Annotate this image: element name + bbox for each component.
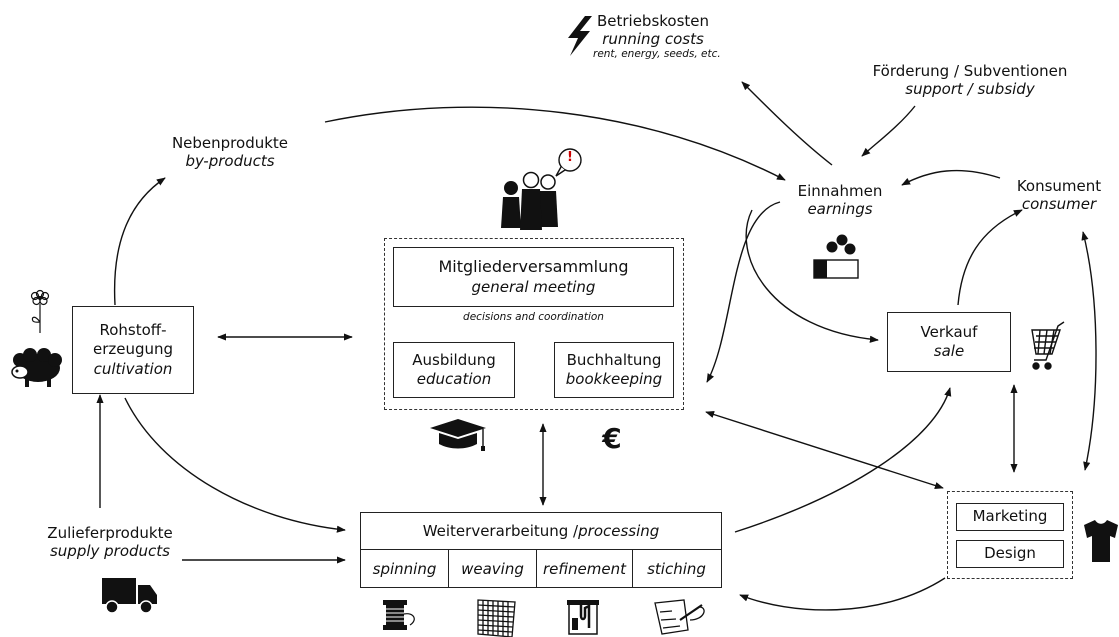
step-weaving: weaving [449,550,537,587]
processing-title-de: Weiterverarbeitung / [422,522,579,540]
step-stiching: stiching [647,559,706,578]
bookkeeping-box: Buchhaltung bookkeeping [554,342,674,398]
arrow-processing-to-sale [734,387,952,533]
graduation-cap-icon [430,419,486,451]
by-products-node: Nebenprodukte by-products [160,134,300,170]
by-products-de: Nebenprodukte [171,134,289,152]
by-products-en: by-products [185,152,275,170]
cultivation-en: cultivation [93,359,173,378]
cash-register-icon [813,234,859,279]
processing-box: Weiterverarbeitung / processing spinning… [360,512,722,588]
bookkeeping-de: Buchhaltung [566,350,662,369]
supply-products-de: Zulieferprodukte [47,524,173,542]
consumer-de: Konsument [1016,177,1102,195]
people-icon [501,148,582,230]
general-meeting-box: Mitgliederversammlung general meeting [393,247,674,307]
education-box: Ausbildung education [393,342,515,398]
arrow-admin-marketing [705,411,944,489]
marketing-label: Marketing [972,507,1048,526]
sewing-needle-icon [654,599,705,635]
administration-container [384,238,684,410]
tshirt-icon [1084,520,1118,562]
marketing-design-container [947,491,1073,579]
step-refinement: refinement [537,550,633,587]
design-label: Design [984,544,1036,563]
exclamation-mark: ! [567,150,573,165]
education-de: Ausbildung [412,350,496,369]
general-meeting-de: Mitgliederversammlung [438,256,629,276]
euro-icon: € [601,422,621,455]
arrow-earnings-to-sale [745,209,879,343]
arrow-support-to-earnings [861,105,916,157]
bookkeeping-en: bookkeeping [565,370,663,388]
sale-box: Verkauf sale [887,312,1011,372]
earnings-node: Einnahmen earnings [785,182,895,218]
cultivation-box: Rohstoff- erzeugung cultivation [72,306,194,394]
arrow-consumer-to-earnings [901,169,1001,186]
register-digit: 5 [827,261,837,276]
arrow-byproducts-to-earnings [324,106,786,181]
running-costs-detail: rent, energy, seeds, etc. [593,48,721,60]
supply-products-node: Zulieferprodukte supply products [35,524,185,560]
consumer-en: consumer [1021,195,1097,213]
woven-fabric-icon [477,599,516,637]
education-en: education [416,370,492,388]
running-costs-en: running costs [602,30,704,48]
general-meeting-en: general meeting [471,277,596,296]
sheep-icon [11,348,62,387]
earnings-en: earnings [807,200,873,218]
sale-en: sale [933,342,965,360]
truck-icon [102,578,157,614]
running-costs-de: Betriebskosten [596,12,710,30]
design-box: Design [956,540,1064,568]
svg-text:€: € [601,422,621,455]
processing-title: Weiterverarbeitung / processing [361,513,721,550]
flower-icon [30,289,50,333]
arrow-consumer-tshirt [1081,231,1097,471]
supply-products-en: supply products [49,542,170,560]
lightning-icon [568,16,592,56]
marketing-box: Marketing [956,503,1064,531]
consumer-node: Konsument consumer [1004,177,1114,213]
arrow-sale-to-consumer [957,209,1023,306]
general-meeting-detail: decisions and coordination [463,311,604,323]
arrow-cultivation-to-byproducts [113,177,166,306]
processing-title-en: processing [578,522,660,540]
sale-de: Verkauf [920,322,978,341]
arrow-marketing-to-processing [739,577,946,611]
support-en: support / subsidy [905,80,1035,98]
step-spinning: spinning [361,550,449,587]
arrow-earnings-to-runningcosts [741,81,833,166]
earnings-de: Einnahmen [797,182,883,200]
processing-steps: spinning weaving refinement stiching [361,550,721,587]
thread-spool-icon [383,600,415,630]
running-costs-node: Betriebskosten running costs rent, energ… [593,12,721,61]
cultivation-de-2: erzeugung [92,340,174,359]
arrow-earnings-to-admin [706,201,781,383]
shopping-cart-icon [1031,321,1065,370]
support-de: Förderung / Subventionen [872,62,1068,80]
support-node: Förderung / Subventionen support / subsi… [860,62,1080,98]
arrow-cultivation-to-processing [124,397,346,533]
cultivation-de-1: Rohstoff- [99,320,167,339]
paint-can-icon [567,600,599,635]
